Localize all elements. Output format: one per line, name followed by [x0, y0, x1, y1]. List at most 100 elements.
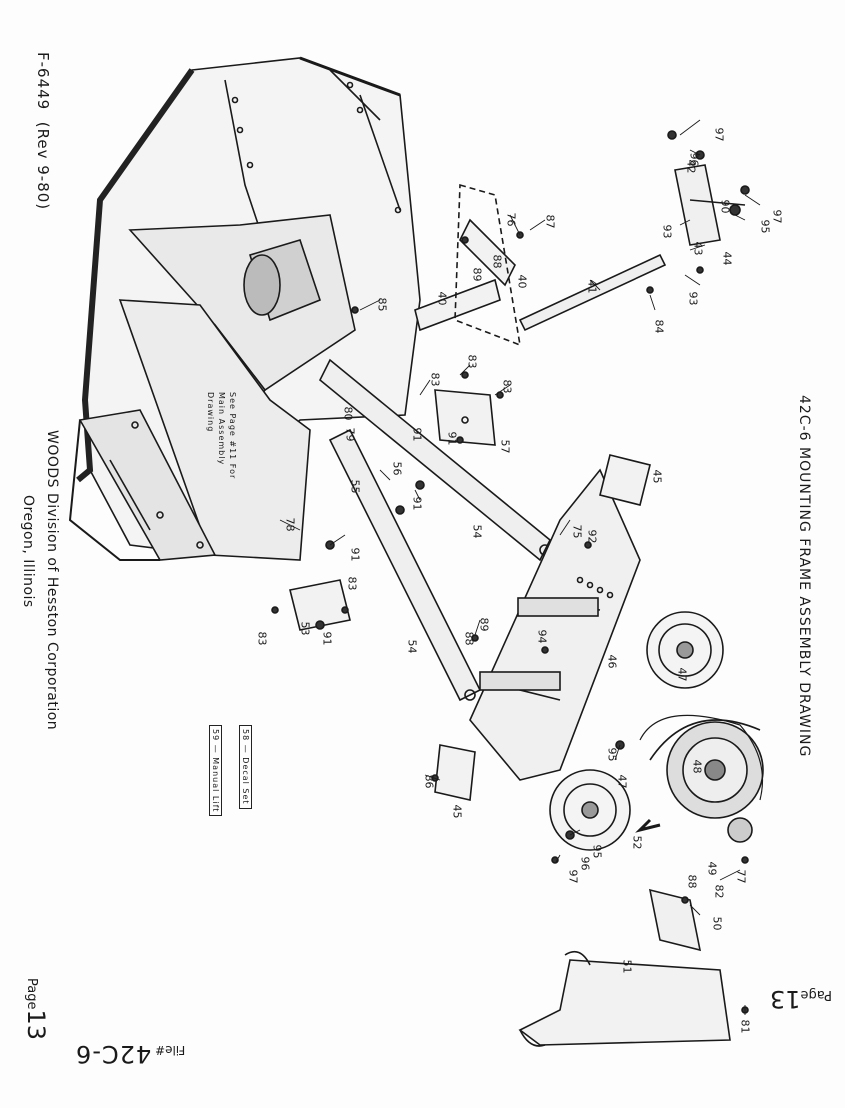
part-callout: 79: [343, 427, 357, 442]
pulley-47-bottom: [549, 769, 631, 851]
part-callout: 92: [585, 529, 599, 544]
drawing-title: 42C-6 MOUNTING FRAME ASSEMBLY DRAWING: [796, 395, 812, 758]
part-callout: 55: [348, 479, 362, 494]
part-callout: 80: [341, 406, 355, 421]
part-callout: 97: [770, 209, 784, 224]
page-number-left: 13: [22, 1009, 50, 1041]
part-callout: 75: [570, 524, 584, 539]
page-label-left: Page13: [22, 978, 50, 1040]
part-callout: 54: [470, 524, 484, 539]
file-number: 42C-6: [75, 1040, 152, 1068]
part-callout: 91: [410, 427, 424, 442]
part-callout: 86: [422, 774, 436, 789]
part-callout: 89: [477, 617, 491, 632]
file-word: File#: [155, 1043, 186, 1057]
mower-deck: [68, 56, 421, 561]
part-callout: 48: [690, 759, 704, 774]
part-callout: 83: [255, 631, 269, 646]
plate-45-top: [599, 454, 651, 506]
rear-frame-46: [469, 468, 641, 781]
frame-arm-54: [318, 358, 552, 702]
part-callout: 78: [283, 517, 297, 532]
part-callout: 88: [490, 254, 504, 269]
file-label: File# 42C-6: [75, 1040, 185, 1068]
part-callout: 84: [652, 319, 666, 334]
pulley-48: [649, 719, 764, 819]
part-callout: 41: [585, 279, 599, 294]
part-callout: 97: [712, 127, 726, 142]
company-line-2: Oregon, Illinois: [20, 495, 36, 608]
part-callout: 82: [712, 884, 726, 899]
part-callout: 91: [320, 631, 334, 646]
part-callout: 44: [720, 251, 734, 266]
page-number-right: 13: [770, 985, 801, 1013]
revision-text: (Rev 9-80): [34, 121, 52, 211]
hitch-plate-42: [674, 164, 746, 246]
part-callout: 83: [345, 576, 359, 591]
part-callout: 91: [348, 547, 362, 562]
part-callout: 89: [470, 267, 484, 282]
part-callout: 43: [691, 241, 705, 256]
bolt-hardware: [271, 130, 750, 1014]
page-label-right: Page13: [770, 985, 832, 1013]
part-callout: 93: [686, 291, 700, 306]
company-line-1: WOODS Division of Hesston Corporation: [44, 430, 60, 731]
legend-59: 59 — Manual Lift: [209, 725, 222, 817]
part-callout: 91: [410, 496, 424, 511]
form-number-text: F-6449: [34, 52, 52, 111]
part-callout: 47: [675, 667, 689, 682]
part-callout: 96: [578, 856, 592, 871]
belt: [639, 714, 764, 801]
part-callout: 94: [535, 629, 549, 644]
plate-45-bottom: [434, 744, 476, 801]
part-callout: 93: [660, 224, 674, 239]
part-callout: 46: [605, 654, 619, 669]
part-callout: 91: [445, 431, 459, 446]
see-page-note: See Page #11 For Main Assembly Drawing: [206, 392, 237, 480]
part-callout: 49: [705, 861, 719, 876]
bracket-53: [289, 579, 351, 631]
part-callout: 90: [718, 199, 732, 214]
page-word-left: Page: [24, 978, 39, 1010]
part-callout: 52: [630, 835, 644, 850]
part-callout: 83: [428, 372, 442, 387]
idler-bracket-50: [648, 817, 753, 952]
part-callout: 50: [710, 916, 724, 931]
pulley-47-top: [646, 611, 724, 689]
part-callout: 95: [605, 747, 619, 762]
lift-bracket-51: [518, 950, 731, 1047]
part-callout: 47: [615, 774, 629, 789]
part-callout: 77: [734, 869, 748, 884]
form-number: F-6449 (Rev 9-80): [34, 52, 52, 210]
part-callout: 87: [543, 214, 557, 229]
part-callout: 97: [566, 869, 580, 884]
part-callout: 96: [687, 152, 701, 167]
part-callout: 83: [500, 379, 514, 394]
leader-lines: [279, 119, 761, 1015]
part-callout: 76: [504, 212, 518, 227]
part-callout: 81: [738, 1019, 752, 1034]
belt-guide-52: [635, 818, 661, 833]
part-callout: 88: [685, 874, 699, 889]
part-callout: 40: [435, 291, 449, 306]
legend-59-text: Manual Lift: [211, 757, 220, 813]
part-callout: 57: [498, 439, 512, 454]
part-callout: 56: [390, 461, 404, 476]
part-callout: 85: [375, 297, 389, 312]
part-callout: 53: [298, 621, 312, 636]
bracket-57: [434, 389, 496, 446]
legend-59-number: 59: [211, 729, 220, 742]
legend-58-text: Decal Set: [241, 757, 250, 805]
part-callout: 95: [590, 844, 604, 859]
part-callout: 45: [450, 804, 464, 819]
legend-58: 58 — Decal Set: [239, 725, 252, 809]
part-callout: 83: [465, 354, 479, 369]
part-callout: 88: [462, 631, 476, 646]
crossbar-41: [414, 183, 667, 347]
part-callout: 54: [405, 639, 419, 654]
part-callout: 51: [620, 959, 634, 974]
part-callout: 40: [515, 274, 529, 289]
legend-58-number: 58: [241, 729, 250, 742]
